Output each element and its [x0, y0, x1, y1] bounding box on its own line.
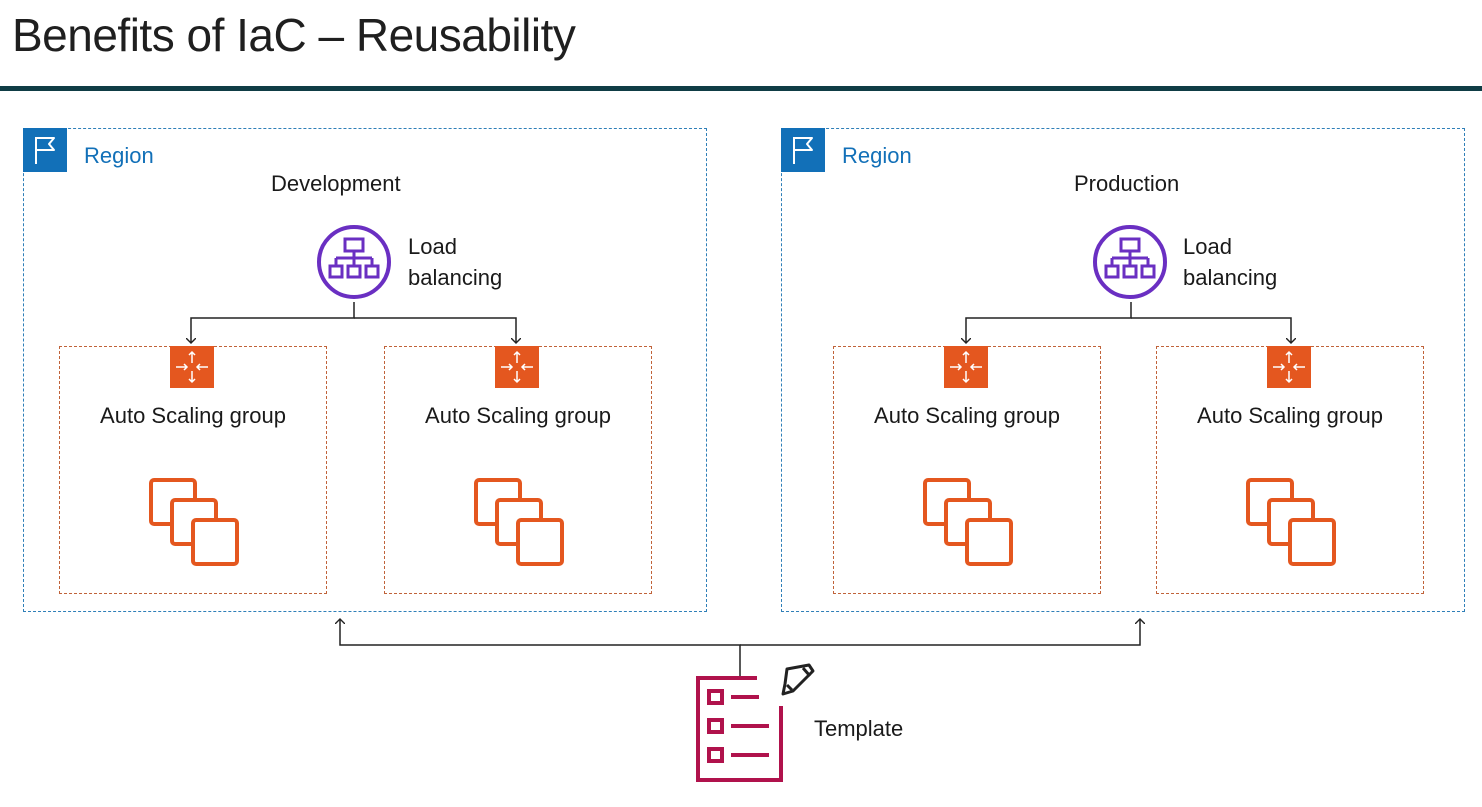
- load-balancer-icon: [317, 225, 391, 299]
- auto-scaling-icon: [170, 346, 214, 388]
- region-flag-icon: [781, 128, 825, 172]
- ec2-instances-icon: [1246, 478, 1336, 566]
- auto-scaling-group-prod-1: Auto Scaling group: [833, 346, 1101, 594]
- load-balancer-icon: [1093, 225, 1167, 299]
- title-divider: [0, 86, 1482, 91]
- region-development: Region: [23, 128, 707, 612]
- load-balancer-label-development: Load balancing: [408, 231, 502, 293]
- environment-label-production: Production: [1074, 171, 1180, 196]
- auto-scaling-group-dev-2: Auto Scaling group: [384, 346, 652, 594]
- auto-scaling-icon: [944, 346, 988, 388]
- load-balancer-label-production: Load balancing: [1183, 231, 1277, 293]
- region-label: Region: [84, 143, 154, 168]
- region-flag-icon: [23, 128, 67, 172]
- template-connector: [340, 619, 1140, 676]
- load-balancer-label-line1: Load: [1183, 234, 1232, 259]
- auto-scaling-group-label: Auto Scaling group: [874, 403, 1060, 428]
- auto-scaling-group-label: Auto Scaling group: [1197, 403, 1383, 428]
- auto-scaling-icon: [1267, 346, 1311, 388]
- load-balancer-label-line2: balancing: [408, 265, 503, 290]
- slide-title: Benefits of IaC – Reusability: [12, 9, 576, 61]
- load-balancer-label-line1: Load: [408, 234, 457, 259]
- region-production: Region: [781, 128, 1465, 612]
- template-label: Template: [814, 716, 904, 741]
- auto-scaling-group-dev-1: Auto Scaling group: [59, 346, 327, 594]
- ec2-instances-icon: [474, 478, 564, 566]
- region-label: Region: [842, 143, 912, 168]
- environment-label-development: Development: [271, 171, 401, 196]
- ec2-instances-icon: [923, 478, 1013, 566]
- auto-scaling-group-prod-2: Auto Scaling group: [1156, 346, 1424, 594]
- auto-scaling-group-label: Auto Scaling group: [425, 403, 611, 428]
- auto-scaling-group-label: Auto Scaling group: [100, 403, 286, 428]
- prod-lb-connector: [966, 302, 1291, 343]
- dev-lb-connector: [191, 302, 516, 343]
- load-balancer-label-line2: balancing: [1183, 265, 1278, 290]
- ec2-instances-icon: [149, 478, 239, 566]
- auto-scaling-icon: [495, 346, 539, 388]
- template-icon: [696, 663, 815, 782]
